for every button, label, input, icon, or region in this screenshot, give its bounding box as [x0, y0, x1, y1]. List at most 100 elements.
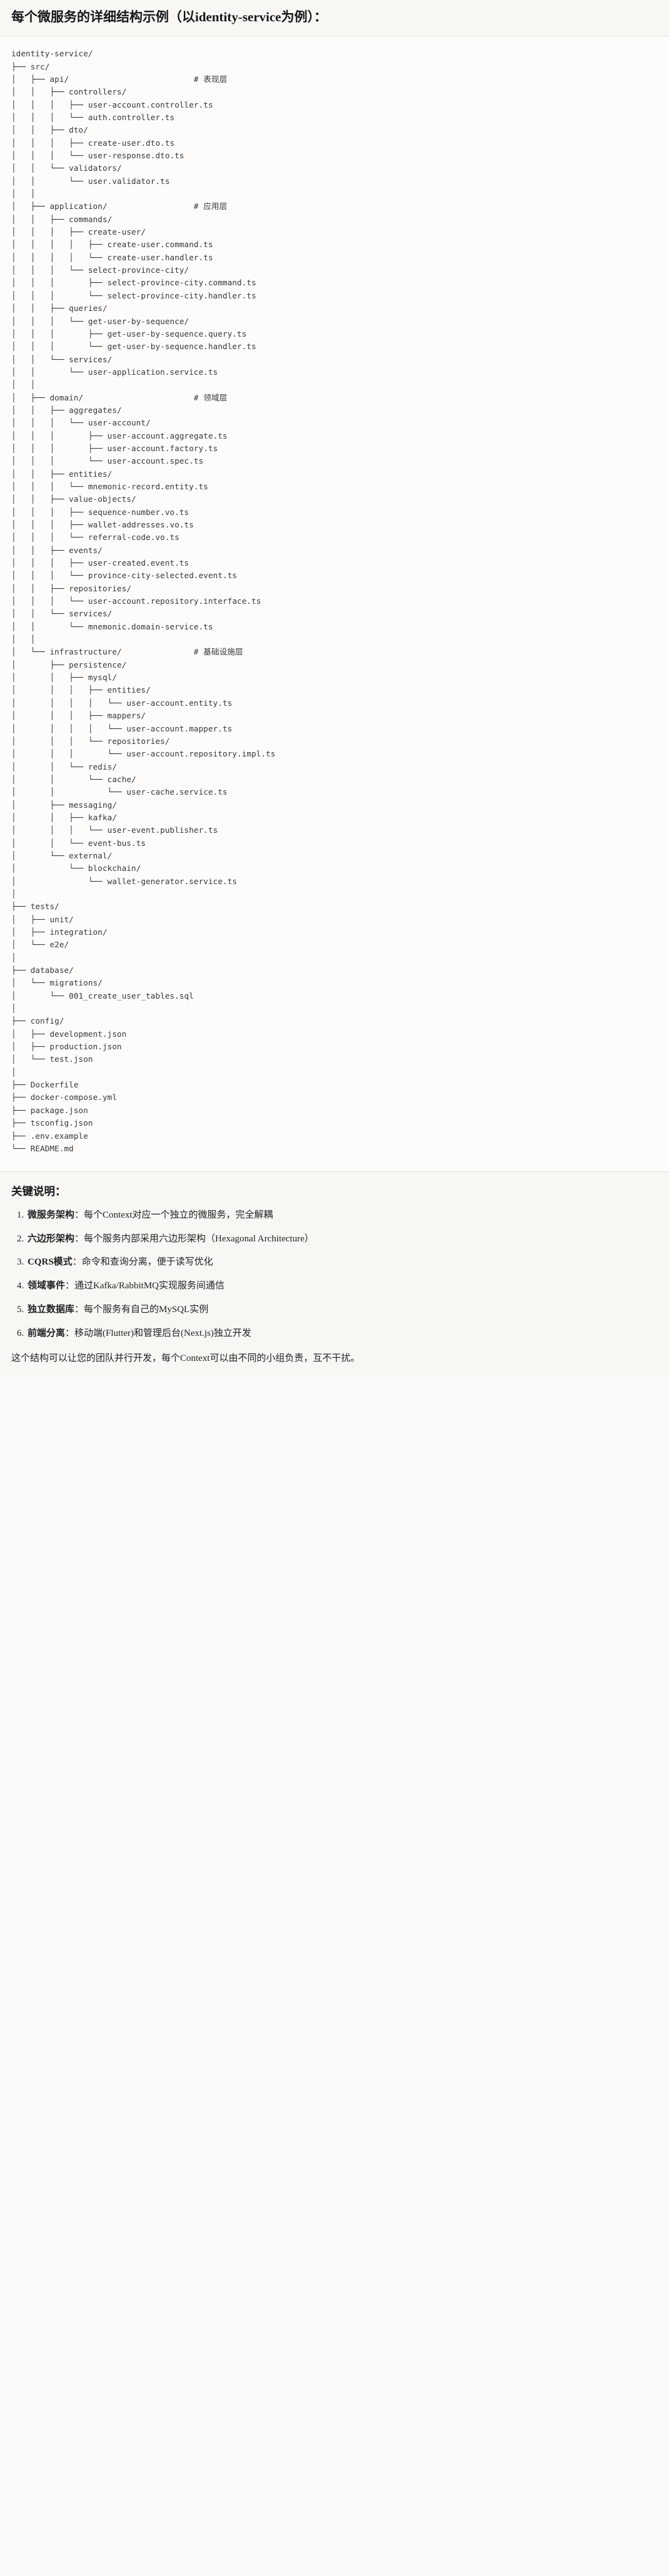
key-note-term: CQRS模式 [28, 1257, 73, 1268]
tree-line-comment: # 基础设施层 [193, 647, 243, 657]
tree-line: │ │ │ └── auth.controller.ts [11, 113, 175, 123]
tree-line: │ ├── domain/ # 领域层 [11, 392, 228, 402]
key-note-term: 六边形架构 [28, 1233, 75, 1244]
tree-line: │ │ │ ├── sequence-number.vo.ts [11, 507, 189, 517]
key-note-item: 前端分离：移动端(Flutter)和管理后台(Next.js)独立开发 [26, 1327, 658, 1341]
tree-line: │ ├── development.json [11, 1029, 127, 1039]
tree-line: │ │ ├── commands/ [11, 214, 113, 224]
key-note-body: ：每个服务内部采用六边形架构（Hexagonal Architecture） [74, 1233, 314, 1244]
key-note-body: ：命令和查询分离，便于读写优化 [72, 1257, 213, 1268]
tree-line: │ │ │ └── repositories/ [11, 736, 170, 746]
tree-line: │ ├── integration/ [11, 927, 108, 937]
key-notes-list: 微服务架构：每个Context对应一个独立的微服务，完全解耦六边形架构：每个服务… [11, 1209, 658, 1341]
tree-line: │ │ ├── aggregates/ [11, 405, 122, 415]
tree-line: ├── database/ [11, 965, 74, 975]
tree-line-comment: # 领域层 [193, 392, 228, 402]
tree-line: │ │ │ └── user-account/ [11, 418, 151, 428]
tree-line: │ │ ├── queries/ [11, 303, 108, 313]
tree-line: │ └── external/ [11, 850, 113, 860]
tree-line: ├── tsconfig.json [11, 1118, 93, 1128]
tree-line: │ ├── messaging/ [11, 800, 118, 810]
tree-line: │ │ │ ├── create-user/ [11, 227, 146, 237]
tree-line: │ │ │ ├── select-province-city.command.t… [11, 278, 256, 288]
tree-line: │ │ ├── repositories/ [11, 583, 132, 593]
tree-line: │ │ │ │ └── create-user.handler.ts [11, 252, 213, 262]
tree-line: │ │ │ └── select-province-city/ [11, 265, 189, 275]
tree-line: │ │ └── services/ [11, 609, 113, 619]
tree-line: │ │ │ ├── mappers/ [11, 711, 146, 721]
tree-line: │ │ [11, 189, 36, 199]
tree-line: │ ├── api/ # 表现层 [11, 74, 228, 84]
key-note-body: ：移动端(Flutter)和管理后台(Next.js)独立开发 [65, 1328, 251, 1338]
tree-line: ├── tests/ [11, 902, 59, 912]
tree-line: ├── docker-compose.yml [11, 1092, 118, 1102]
tree-line: │ │ └── services/ [11, 354, 113, 364]
tree-line: │ │ └── mnemonic.domain-service.ts [11, 621, 213, 631]
tree-line: │ │ │ └── referral-code.vo.ts [11, 532, 179, 542]
tree-line: │ │ └── redis/ [11, 761, 118, 771]
tree-line: │ │ └── event-bus.ts [11, 838, 146, 848]
tree-line: │ [11, 1067, 16, 1077]
key-note-body: ：通过Kafka/RabbitMQ实现服务间通信 [65, 1281, 224, 1291]
tree-line: │ │ │ └── user-account.spec.ts [11, 456, 204, 466]
tree-line: │ │ │ └── mnemonic-record.entity.ts [11, 481, 208, 491]
tree-line: │ │ │ ├── user-account.factory.ts [11, 443, 218, 453]
tree-line: │ │ │ │ └── user-account.mapper.ts [11, 723, 233, 733]
tree-line: │ │ │ ├── wallet-addresses.vo.ts [11, 520, 194, 530]
key-note-term: 前端分离 [28, 1328, 66, 1338]
tree-line: │ └── infrastructure/ # 基础设施层 [11, 647, 243, 657]
tree-line: │ │ └── user-cache.service.ts [11, 787, 228, 797]
tree-line: │ │ ├── events/ [11, 545, 103, 555]
key-note-item: 独立数据库：每个服务有自己的MySQL实例 [26, 1303, 658, 1317]
tree-line: │ │ ├── entities/ [11, 469, 113, 479]
document-page: 每个微服务的详细结构示例（以identity-service为例）： ident… [0, 0, 669, 1377]
tree-line-comment: # 应用层 [193, 201, 228, 211]
tree-line: │ │ [11, 634, 36, 644]
key-note-item: 微服务架构：每个Context对应一个独立的微服务，完全解耦 [26, 1209, 658, 1223]
tree-line: │ └── blockchain/ [11, 863, 141, 873]
tree-line: │ [11, 952, 16, 962]
tree-line: │ │ │ └── get-user-by-sequence/ [11, 316, 189, 326]
key-notes-heading: 关键说明： [11, 1185, 66, 1198]
key-notes-section: 关键说明： 微服务架构：每个Context对应一个独立的微服务，完全解耦六边形架… [0, 1172, 669, 1377]
tree-line: │ └── migrations/ [11, 978, 103, 988]
tree-line: │ │ │ ├── user-account.controller.ts [11, 99, 213, 109]
closing-paragraph: 这个结构可以让您的团队并行开发，每个Context可以由不同的小组负责，互不干扰… [11, 1353, 360, 1364]
tree-line: │ └── e2e/ [11, 940, 69, 950]
tree-line: │ ├── production.json [11, 1042, 122, 1052]
tree-line: ├── Dockerfile [11, 1080, 79, 1090]
tree-line: │ ├── application/ # 应用层 [11, 201, 228, 211]
tree-line: │ │ │ ├── user-created.event.ts [11, 558, 189, 568]
tree-line: │ │ │ ├── user-account.aggregate.ts [11, 430, 228, 440]
tree-line: │ │ │ └── user-event.publisher.ts [11, 825, 218, 835]
tree-line: │ │ └── cache/ [11, 774, 136, 784]
key-note-body: ：每个服务有自己的MySQL实例 [74, 1304, 209, 1315]
tree-line: │ │ │ ├── get-user-by-sequence.query.ts [11, 328, 247, 339]
tree-line: │ └── 001_create_user_tables.sql [11, 990, 194, 1000]
tree-line: │ │ │ │ ├── create-user.command.ts [11, 240, 213, 250]
tree-line: │ │ │ └── get-user-by-sequence.handler.t… [11, 342, 256, 352]
tree-line: │ └── wallet-generator.service.ts [11, 876, 238, 886]
tree-line: │ │ │ │ └── user-account.entity.ts [11, 698, 233, 708]
key-note-item: 领域事件：通过Kafka/RabbitMQ实现服务间通信 [26, 1280, 658, 1293]
tree-line: │ [11, 888, 16, 899]
tree-line: │ │ ├── dto/ [11, 125, 88, 135]
tree-line: │ │ │ ├── entities/ [11, 685, 151, 695]
tree-line: ├── src/ [11, 61, 50, 71]
tree-line: │ │ │ └── user-account.repository.impl.t… [11, 749, 276, 759]
tree-line: │ │ │ └── user-account.repository.interf… [11, 596, 261, 606]
key-note-term: 领域事件 [28, 1281, 66, 1291]
tree-line: │ │ ├── mysql/ [11, 673, 118, 683]
tree-line: └── README.md [11, 1143, 74, 1153]
key-note-body: ：每个Context对应一个独立的微服务，完全解耦 [74, 1209, 273, 1220]
tree-line: │ │ │ ├── create-user.dto.ts [11, 138, 175, 148]
key-note-item: 六边形架构：每个服务内部采用六边形架构（Hexagonal Architectu… [26, 1233, 658, 1246]
key-note-term: 独立数据库 [28, 1304, 75, 1315]
tree-line: ├── config/ [11, 1016, 64, 1026]
tree-line: │ │ [11, 380, 36, 390]
tree-line: │ │ └── user.validator.ts [11, 176, 170, 186]
directory-tree: identity-service/├── src/│ ├── api/ # 表现… [11, 48, 658, 1155]
tree-line: │ │ ├── value-objects/ [11, 494, 136, 504]
tree-line: │ │ │ └── province-city-selected.event.t… [11, 571, 238, 581]
tree-line: │ │ └── user-application.service.ts [11, 367, 218, 377]
